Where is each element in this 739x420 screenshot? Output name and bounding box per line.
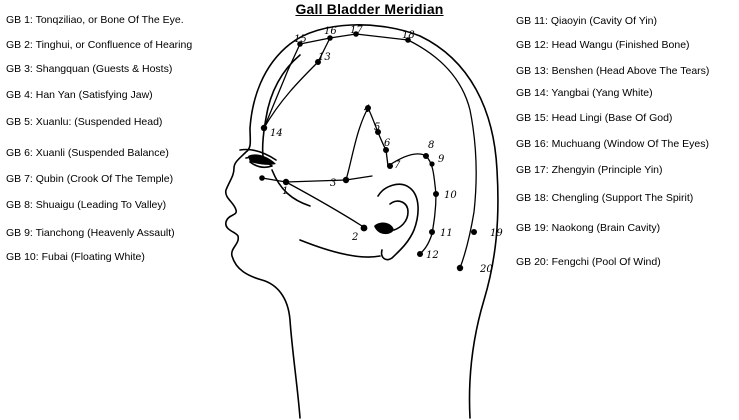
label-gb13: GB 13: Benshen (Head Above The Tears) — [516, 65, 710, 77]
ear-inner — [389, 200, 409, 231]
point-gb11 — [429, 229, 435, 235]
num-gb20: 20 — [479, 264, 493, 275]
label-gb18: GB 18: Chengling (Support The Spirit) — [516, 192, 694, 204]
num-gb14: 14 — [270, 128, 283, 139]
point-gb10 — [433, 191, 439, 197]
meridian-path-face — [261, 175, 373, 183]
diagram-title: Gall Bladder Meridian — [295, 1, 444, 17]
point-eye-corner — [259, 175, 265, 181]
point-gb20 — [456, 264, 464, 272]
label-gb3: GB 3: Shangquan (Guests & Hosts) — [6, 63, 173, 75]
num-gb1: 1 — [282, 186, 288, 197]
cheek-line — [271, 169, 311, 207]
label-gb7: GB 7: Qubin (Crook Of The Temple) — [6, 173, 174, 185]
hairline — [261, 54, 301, 163]
label-gb8: GB 8: Shuaigu (Leading To Valley) — [6, 199, 167, 211]
point-gb12 — [417, 251, 423, 257]
point-gb5 — [375, 129, 381, 135]
point-gb8 — [423, 153, 429, 159]
num-gb10: 10 — [444, 190, 457, 201]
point-gb4 — [365, 105, 371, 111]
point-gb14 — [260, 124, 268, 132]
num-gb9: 9 — [438, 154, 445, 165]
point-gb9 — [429, 161, 435, 167]
label-gb11: GB 11: Qiaoyin (Cavity Of Yin) — [516, 15, 658, 27]
num-gb15: 15 — [294, 34, 307, 45]
point-gb3 — [342, 176, 350, 184]
num-gb8: 8 — [428, 140, 434, 151]
num-gb17: 17 — [350, 25, 363, 36]
num-gb11: 11 — [440, 228, 453, 239]
label-gb20: GB 20: Fengchi (Pool Of Wind) — [516, 256, 661, 268]
num-gb7: 7 — [394, 160, 401, 171]
label-gb9: GB 9: Tianchong (Heavenly Assault) — [6, 227, 175, 239]
num-gb19: 19 — [490, 228, 503, 239]
ear — [377, 183, 419, 261]
head-outline — [224, 24, 499, 419]
num-gb2: 2 — [351, 232, 358, 243]
label-gb12: GB 12: Head Wangu (Finished Bone) — [516, 39, 690, 51]
label-gb4: GB 4: Han Yan (Satisfying Jaw) — [6, 89, 153, 101]
point-gb6 — [383, 147, 389, 153]
num-gb6: 6 — [384, 138, 391, 149]
label-gb6: GB 6: Xuanli (Suspended Balance) — [6, 147, 169, 159]
meridian-path-crown — [263, 33, 477, 269]
meridian-path-jaw — [285, 181, 363, 227]
point-gb13 — [315, 59, 321, 65]
jaw-line — [299, 239, 381, 258]
brow — [239, 148, 277, 161]
num-gb18: 18 — [402, 30, 415, 41]
point-gb2 — [360, 224, 368, 232]
point-gb18 — [405, 37, 411, 43]
num-gb16: 16 — [324, 26, 337, 37]
ear-canal — [374, 222, 394, 235]
label-gb1: GB 1: Tonqziliao, or Bone Of The Eye. — [6, 14, 184, 26]
num-gb13: 13 — [318, 52, 331, 63]
label-gb19: GB 19: Naokong (Brain Cavity) — [516, 222, 661, 234]
num-gb4: 4 — [363, 104, 370, 115]
num-gb5: 5 — [374, 122, 380, 133]
point-gb19 — [471, 229, 477, 235]
label-gb15: GB 15: Head Lingi (Base Of God) — [516, 112, 673, 124]
eye-shading — [248, 154, 276, 165]
point-gb7 — [387, 163, 393, 169]
point-gb15 — [297, 41, 303, 47]
point-gb16 — [327, 35, 333, 41]
label-gb2: GB 2: Tinghui, or Confluence of Hearing — [6, 39, 193, 51]
label-gb10: GB 10: Fubai (Floating White) — [6, 251, 145, 263]
num-gb3: 3 — [330, 178, 336, 189]
label-gb14: GB 14: Yangbai (Yang White) — [516, 87, 653, 99]
label-gb5: GB 5: Xuanlu: (Suspended Head) — [6, 116, 163, 128]
point-gb1 — [282, 178, 290, 186]
label-gb16: GB 16: Muchuang (Window Of The Eyes) — [516, 138, 709, 150]
num-gb12: 12 — [426, 250, 439, 261]
point-gb17 — [353, 31, 359, 37]
label-gb17: GB 17: Zhengyin (Principle Yin) — [516, 164, 663, 176]
